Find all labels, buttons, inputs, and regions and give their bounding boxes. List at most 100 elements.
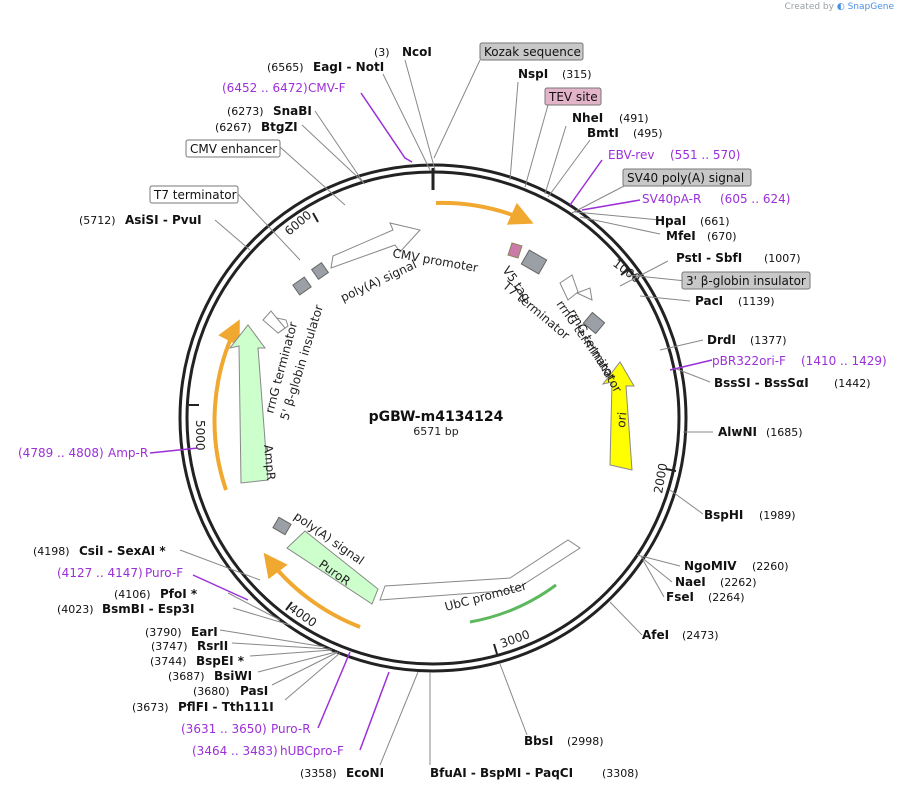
rrng-terminator-right — [575, 287, 593, 301]
site-pos: (3790) — [145, 626, 182, 639]
orf-arcs — [212, 200, 534, 629]
site-name: PflFI - Tth111I — [178, 700, 274, 714]
site-pos: (491) — [619, 112, 649, 125]
site-pos: (3744) — [150, 655, 187, 668]
boxed-label: Kozak sequence — [484, 45, 581, 59]
primer-name: hUBCpro-F — [280, 744, 344, 758]
site-name: BtgZI — [261, 120, 298, 134]
polya-box-left — [292, 276, 312, 296]
label-box — [149, 185, 239, 204]
site-pos: (315) — [562, 68, 592, 81]
label-box — [479, 42, 584, 61]
boxed-label: TEV site — [548, 90, 598, 104]
site-name: AlwNI — [718, 425, 757, 439]
site-name: EcoNI — [346, 766, 384, 780]
plasmid-length: 6571 bp — [413, 425, 458, 438]
site-name: DrdI — [707, 333, 736, 347]
primer-name: EBV-rev — [608, 148, 654, 162]
label-box — [544, 87, 602, 106]
site-pos: (3308) — [602, 767, 639, 780]
site-name: EagI - NotI — [313, 60, 384, 74]
site-pos: (6565) — [267, 61, 304, 74]
site-pos: (495) — [633, 127, 663, 140]
primer-name: Puro-R — [271, 722, 311, 736]
site-name: RsrII — [197, 639, 228, 653]
site-pos: (1685) — [766, 426, 803, 439]
ubc-arc — [469, 583, 557, 624]
tick-label: 5000 — [193, 420, 207, 451]
site-pos: (5712) — [79, 214, 116, 227]
site-name: NcoI — [402, 45, 432, 59]
boxed-label: 3' β-globin insulator — [686, 274, 806, 288]
site-pos: (4198) — [33, 545, 70, 558]
site-name: BbsI — [524, 734, 553, 748]
plasmid-name: pGBW-m4134124 — [369, 409, 504, 425]
site-pos: (2264) — [708, 591, 745, 604]
label-box — [622, 168, 752, 187]
leader-lines — [179, 59, 713, 766]
site-name: BsiWI — [214, 669, 252, 683]
label-box — [185, 139, 281, 158]
snapgene-credit[interactable]: Created by ◐ SnapGene — [784, 2, 894, 12]
primer-name: CMV-F — [308, 81, 346, 95]
site-name: NgoMIV — [684, 559, 737, 573]
ori-feature — [601, 361, 635, 471]
site-name: BspHI — [704, 508, 743, 522]
site-pos: (1377) — [750, 334, 787, 347]
site-pos: (670) — [707, 230, 737, 243]
boxed-label: T7 terminator — [153, 188, 237, 202]
primer-name: Amp-R — [108, 446, 148, 460]
ubc-promoter-feature — [379, 539, 581, 601]
site-name: BspEI * — [196, 654, 245, 668]
primer-range: (3631 .. 3650) — [181, 722, 267, 736]
tick-marks — [189, 212, 677, 655]
credit-brand: SnapGene — [847, 2, 894, 12]
t7-terminator-feature — [559, 274, 579, 301]
site-pos: (4106) — [114, 588, 151, 601]
primer-range: (1410 .. 1429) — [801, 354, 887, 368]
site-name: MfeI — [666, 229, 696, 243]
credit-text: Created by — [784, 2, 834, 12]
boxed-label: CMV enhancer — [190, 142, 277, 156]
tick-label: 3000 — [498, 627, 531, 651]
polya-box-left-2 — [310, 261, 330, 281]
site-pos: (6267) — [215, 121, 252, 134]
site-name: PfoI * — [160, 587, 198, 601]
primer-range: (4789 .. 4808) — [18, 446, 104, 460]
site-pos: (4023) — [57, 603, 94, 616]
site-pos: (1007) — [764, 252, 801, 265]
site-pos: (2998) — [567, 735, 604, 748]
boxed-label: SV40 poly(A) signal — [627, 171, 744, 185]
site-pos: (3) — [374, 46, 390, 59]
site-name: PstI - SbfI — [676, 251, 742, 265]
primer-range: (6452 .. 6472) — [222, 81, 308, 95]
primer-name: SV40pA-R — [642, 192, 701, 206]
feature-label: ori — [614, 411, 629, 428]
site-name: HpaI — [655, 214, 686, 228]
site-name: AfeI — [642, 628, 669, 642]
site-pos: (1442) — [834, 377, 871, 390]
primer-range: (551 .. 570) — [670, 148, 740, 162]
site-pos: (6273) — [227, 105, 264, 118]
tick-label: 2000 — [651, 462, 670, 495]
primer-range: (3464 .. 3483) — [192, 744, 278, 758]
site-name: BssSI - BssSαI — [714, 376, 809, 390]
v5-tag-feature — [507, 242, 523, 259]
site-name: BsmBI - Esp3I — [102, 602, 194, 616]
site-pos: (2262) — [720, 576, 757, 589]
site-name: EarI — [191, 625, 218, 639]
puror-feature — [286, 530, 379, 605]
site-pos: (3687) — [168, 670, 205, 683]
rrng-arrow-left — [262, 310, 286, 334]
primer-range: (605 .. 624) — [720, 192, 790, 206]
site-name: PacI — [695, 294, 723, 308]
polya-box-right — [520, 249, 548, 275]
primer-range: (4127 .. 4147) — [57, 566, 143, 580]
site-pos: (3358) — [300, 767, 337, 780]
primer-name: Puro-F — [145, 566, 183, 580]
site-name: BfuAI - BspMI - PaqCI — [430, 766, 573, 780]
site-name: CsiI - SexAI * — [79, 544, 166, 558]
primer-leaders — [149, 92, 713, 751]
cmv-promoter-feature — [330, 222, 421, 269]
